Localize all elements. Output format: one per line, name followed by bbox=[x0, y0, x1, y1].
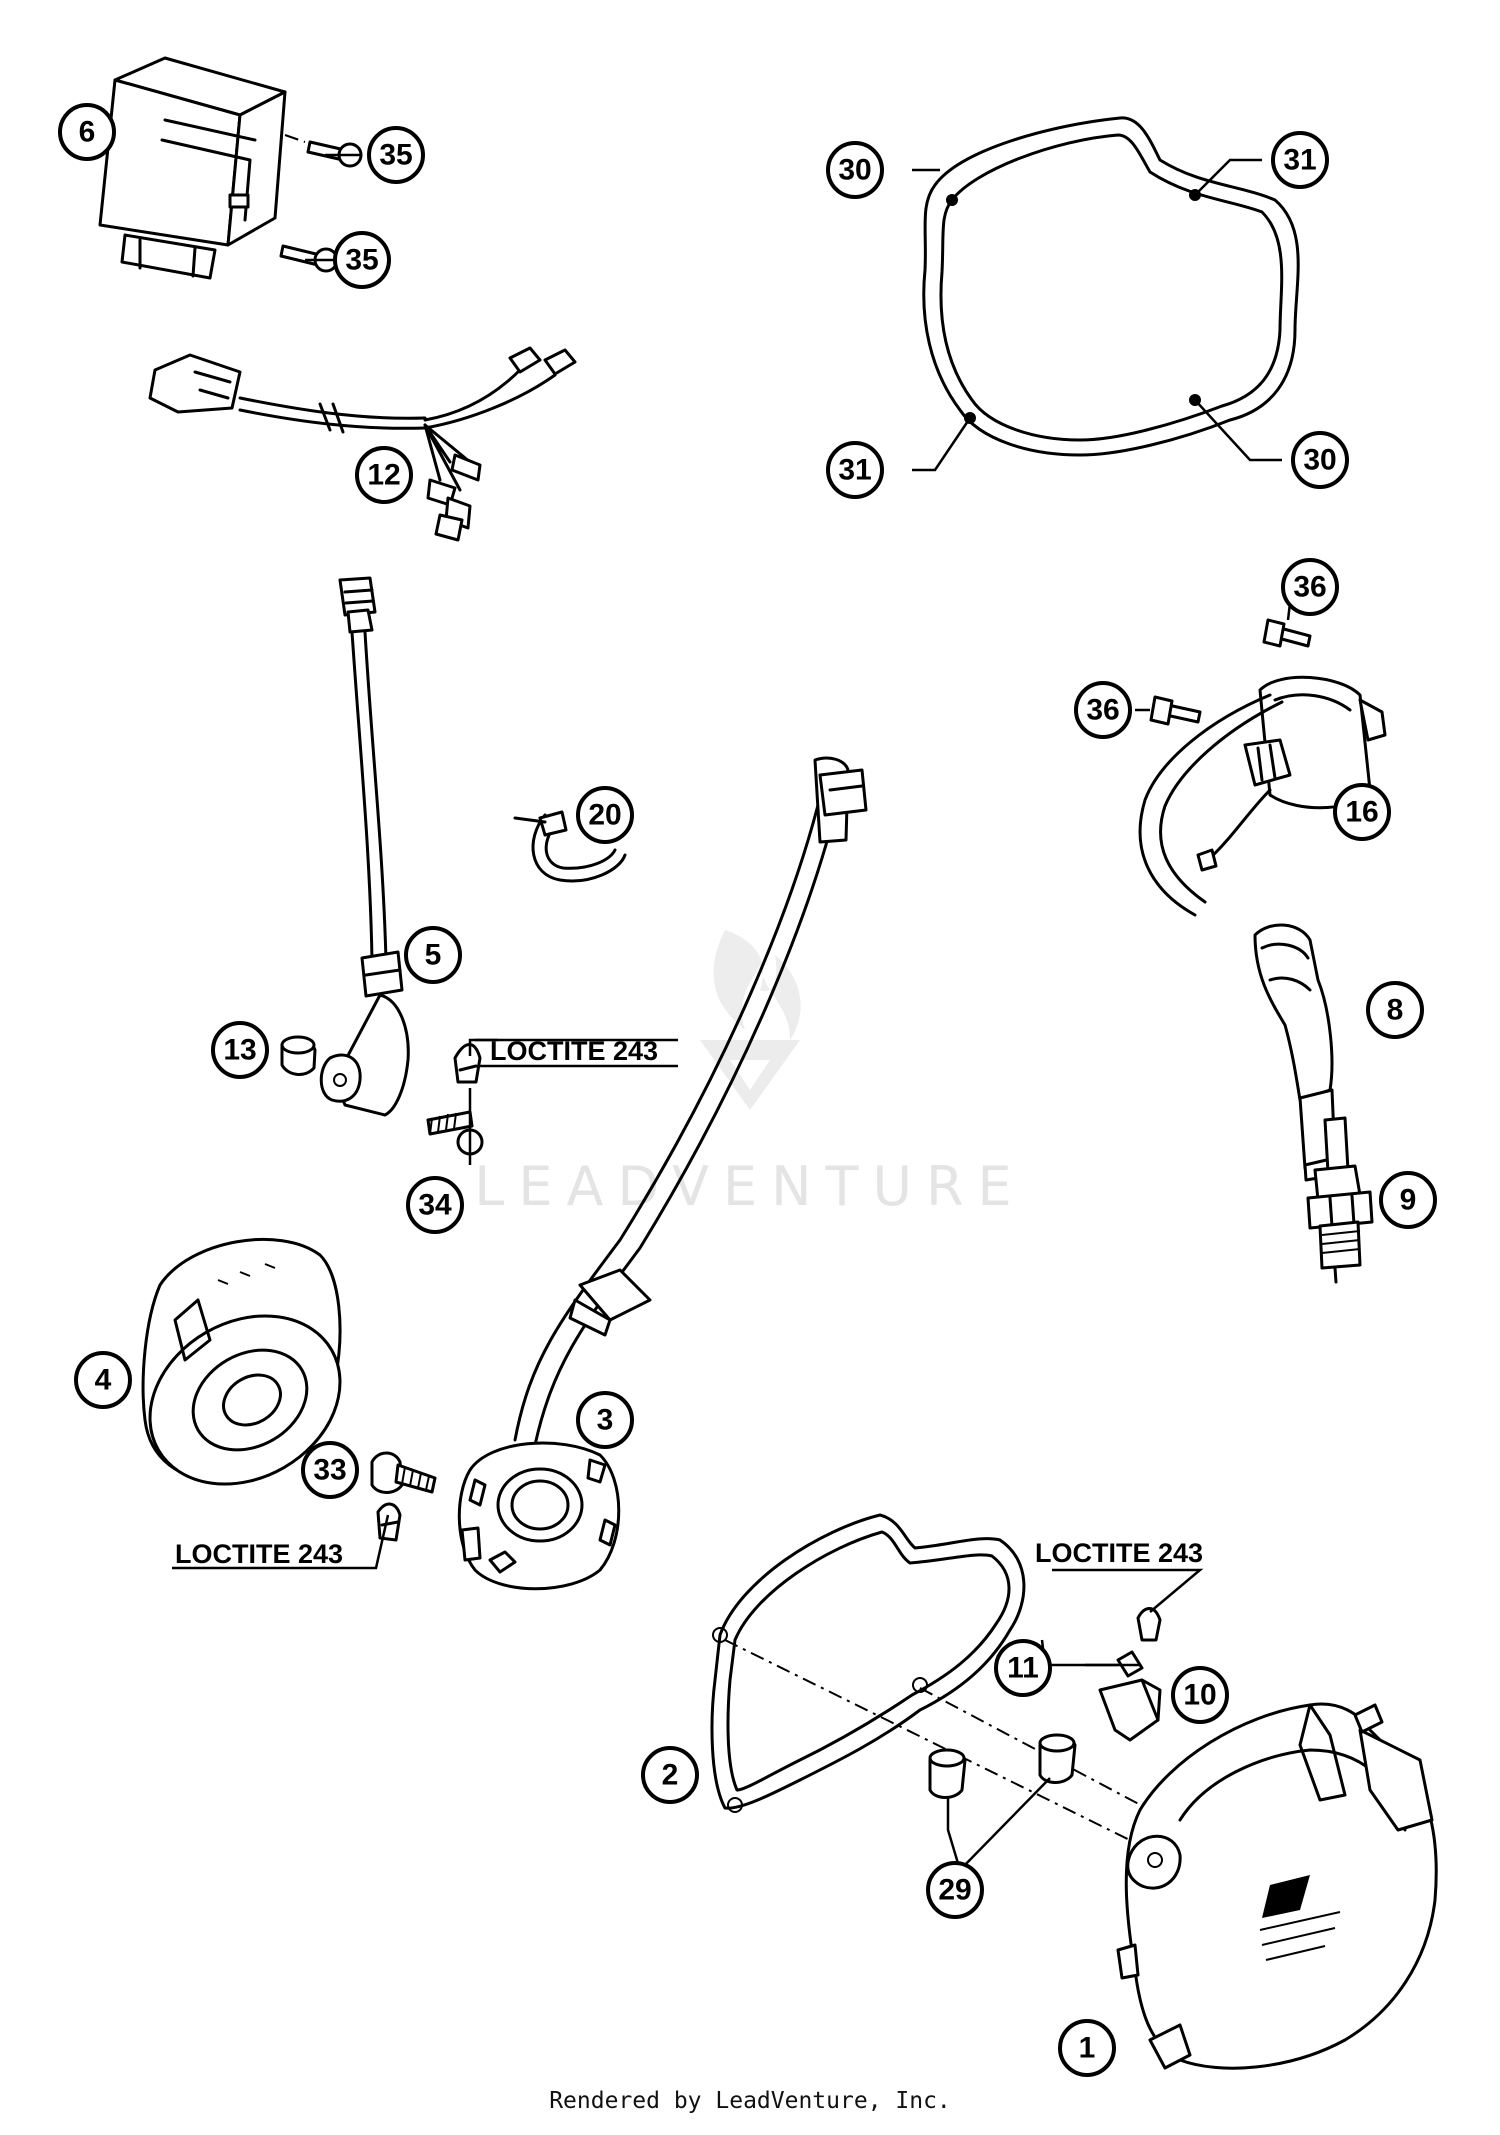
part-10-cover-plate bbox=[1098, 1678, 1162, 1742]
callout-36-lower: 36 bbox=[1074, 681, 1132, 739]
callout-30-upper-left: 30 bbox=[826, 141, 884, 199]
callout-number: 6 bbox=[79, 116, 96, 149]
callout-number: 13 bbox=[223, 1034, 256, 1067]
alignment-lines bbox=[724, 1639, 1161, 1856]
callout-number: 1 bbox=[1079, 2032, 1096, 2065]
callout-35-lower: 35 bbox=[333, 231, 391, 289]
part-3-stator bbox=[457, 756, 868, 1591]
callout-number: 11 bbox=[1007, 1652, 1039, 1685]
part-34-screw bbox=[426, 1043, 484, 1156]
callout-20: 20 bbox=[576, 786, 634, 844]
callout-number: 2 bbox=[662, 1759, 679, 1792]
watermark-text: LEADVENTURE bbox=[474, 1155, 1025, 1218]
callout-8: 8 bbox=[1366, 981, 1424, 1039]
callout-36-upper: 36 bbox=[1281, 558, 1339, 616]
callout-number: 9 bbox=[1400, 1184, 1417, 1217]
callout-2: 2 bbox=[641, 1746, 699, 1804]
loctite-label-text: LOCTITE 243 bbox=[490, 1036, 658, 1066]
callout-number: 36 bbox=[1293, 571, 1326, 604]
loctite-label-text: LOCTITE 243 bbox=[175, 1539, 343, 1569]
part-6-cdi-unit bbox=[98, 56, 287, 280]
callout-number: 35 bbox=[379, 139, 412, 172]
part-9-spark-plug bbox=[1306, 1116, 1374, 1284]
part-35-screw-upper bbox=[284, 134, 363, 168]
part-35-screw-lower bbox=[279, 244, 339, 273]
watermark-logo-icon bbox=[700, 930, 801, 1110]
part-36-screw-upper bbox=[1262, 618, 1312, 648]
callout-number: 34 bbox=[418, 1189, 452, 1222]
callout-1: 1 bbox=[1058, 2019, 1116, 2077]
callout-number: 3 bbox=[597, 1404, 614, 1437]
callout-number: 30 bbox=[838, 154, 871, 187]
callout-5: 5 bbox=[404, 926, 462, 984]
callout-number: 5 bbox=[425, 939, 442, 972]
callout-number: 10 bbox=[1183, 1679, 1216, 1712]
part-12-wiring-harness bbox=[148, 346, 577, 542]
callout-number: 8 bbox=[1387, 994, 1404, 1027]
callout-31-lower-left: 31 bbox=[826, 441, 884, 499]
callout-29: 29 bbox=[926, 1861, 984, 1919]
callout-number: 29 bbox=[938, 1874, 971, 1907]
callout-6: 6 bbox=[58, 103, 116, 161]
callout-16: 16 bbox=[1333, 783, 1391, 841]
callout-11: 11 bbox=[994, 1639, 1052, 1697]
loctite-label-text: LOCTITE 243 bbox=[1035, 1538, 1203, 1568]
callout-number: 35 bbox=[345, 244, 378, 277]
callout-number: 31 bbox=[838, 454, 871, 487]
part-36-screw-lower bbox=[1149, 695, 1202, 726]
callout-33: 33 bbox=[301, 1441, 359, 1499]
watermark: LEADVENTURE bbox=[474, 930, 1025, 1218]
part-33-flywheel-bolt bbox=[370, 1451, 437, 1542]
part-2-cover-gasket-lower bbox=[710, 1513, 1026, 1813]
part-20-cable-tie bbox=[513, 810, 627, 883]
callout-3: 3 bbox=[576, 1391, 634, 1449]
part-5-pickup-sensor bbox=[319, 576, 410, 1117]
part-1-ignition-cover bbox=[1116, 1702, 1438, 2070]
callout-number: 30 bbox=[1303, 444, 1336, 477]
callout-4: 4 bbox=[74, 1351, 132, 1409]
callout-number: 4 bbox=[95, 1364, 112, 1397]
loctite-label-lower-right: LOCTITE 243 bbox=[1035, 1538, 1203, 1568]
callout-number: 12 bbox=[367, 459, 400, 492]
footer-credit: Rendered by LeadVenture, Inc. bbox=[549, 2088, 951, 2114]
callout-30-lower-right: 30 bbox=[1291, 431, 1349, 489]
part-29-dowel-sleeve-left bbox=[928, 1748, 967, 1799]
part-16-ignition-coil bbox=[1138, 675, 1387, 917]
part-13-grommet bbox=[280, 1035, 317, 1076]
callout-number: 20 bbox=[588, 799, 621, 832]
callout-number: 16 bbox=[1345, 796, 1378, 829]
callout-10: 10 bbox=[1171, 1666, 1229, 1724]
callout-13: 13 bbox=[211, 1021, 269, 1079]
part-30-31-cover-gasket-upper bbox=[922, 116, 1300, 457]
callout-number: 31 bbox=[1283, 144, 1316, 177]
callout-number: 36 bbox=[1086, 694, 1119, 727]
loctite-label-lower-left: LOCTITE 243 bbox=[175, 1539, 343, 1569]
loctite-label-upper: LOCTITE 243 bbox=[480, 1036, 678, 1068]
part-4-flywheel-rotor bbox=[141, 1237, 342, 1486]
callout-35-upper: 35 bbox=[367, 126, 425, 184]
callout-9: 9 bbox=[1379, 1171, 1437, 1229]
callout-34: 34 bbox=[406, 1176, 464, 1234]
callout-31-upper-right: 31 bbox=[1271, 131, 1329, 189]
callout-number: 33 bbox=[313, 1454, 346, 1487]
loctite-drop-right bbox=[1136, 1607, 1162, 1642]
callout-12: 12 bbox=[355, 446, 413, 504]
part-29-dowel-sleeve-right bbox=[1038, 1733, 1077, 1784]
part-8-spark-plug-cap bbox=[1253, 923, 1338, 1182]
